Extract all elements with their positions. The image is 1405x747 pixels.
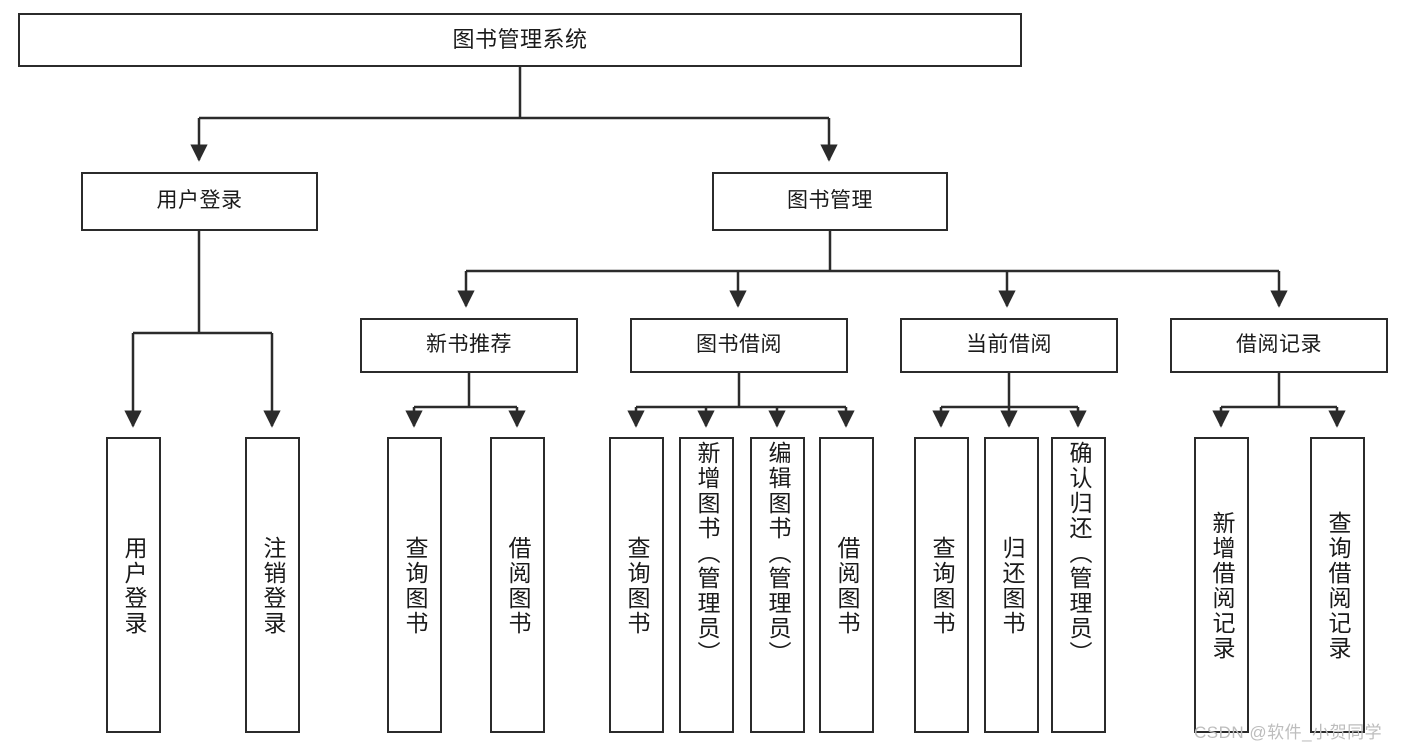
node-borrow-record[interactable]: 借阅记录 [1170,318,1388,373]
leaf-current-confirm-return-label: 确认归还（管理员） [1066,441,1092,666]
leaf-current-return-book[interactable]: 归还图书 [984,437,1039,733]
node-new-book-recommend[interactable]: 新书推荐 [360,318,578,373]
node-current-borrow-label: 当前借阅 [966,333,1052,357]
leaf-recommend-query-book-label: 查询图书 [402,536,428,636]
leaf-record-query-record-label: 查询借阅记录 [1325,511,1351,661]
leaf-borrow-add-book[interactable]: 新增图书（管理员） [679,437,734,733]
leaf-borrow-borrow-book[interactable]: 借阅图书 [819,437,874,733]
leaf-borrow-query-book-label: 查询图书 [624,536,650,636]
leaf-current-confirm-return[interactable]: 确认归还（管理员） [1051,437,1106,733]
leaf-recommend-borrow-book[interactable]: 借阅图书 [490,437,545,733]
leaf-recommend-query-book[interactable]: 查询图书 [387,437,442,733]
leaf-borrow-edit-book[interactable]: 编辑图书（管理员） [750,437,805,733]
node-book-borrow-label: 图书借阅 [696,333,782,357]
node-book-borrow[interactable]: 图书借阅 [630,318,848,373]
node-book-management-label: 图书管理 [787,189,873,213]
leaf-current-query-book[interactable]: 查询图书 [914,437,969,733]
leaf-borrow-query-book[interactable]: 查询图书 [609,437,664,733]
leaf-borrow-borrow-book-label: 借阅图书 [834,536,860,636]
leaf-user-login-signout-label: 注销登录 [260,536,286,636]
leaf-user-login-signin[interactable]: 用户登录 [106,437,161,733]
node-book-management[interactable]: 图书管理 [712,172,948,231]
leaf-current-query-book-label: 查询图书 [929,536,955,636]
leaf-record-query-record[interactable]: 查询借阅记录 [1310,437,1365,733]
node-current-borrow[interactable]: 当前借阅 [900,318,1118,373]
leaf-borrow-edit-book-label: 编辑图书（管理员） [765,441,791,666]
node-user-login[interactable]: 用户登录 [81,172,318,231]
leaf-recommend-borrow-book-label: 借阅图书 [505,536,531,636]
node-user-login-label: 用户登录 [156,189,243,213]
leaf-user-login-signout[interactable]: 注销登录 [245,437,300,733]
leaf-current-return-book-label: 归还图书 [999,536,1025,636]
node-new-book-recommend-label: 新书推荐 [426,333,512,357]
leaf-record-add-record-label: 新增借阅记录 [1209,511,1235,661]
node-root-label: 图书管理系统 [452,27,588,53]
node-borrow-record-label: 借阅记录 [1236,333,1322,357]
leaf-borrow-add-book-label: 新增图书（管理员） [694,441,720,666]
leaf-user-login-signin-label: 用户登录 [121,536,147,636]
node-root[interactable]: 图书管理系统 [18,13,1022,67]
leaf-record-add-record[interactable]: 新增借阅记录 [1194,437,1249,733]
